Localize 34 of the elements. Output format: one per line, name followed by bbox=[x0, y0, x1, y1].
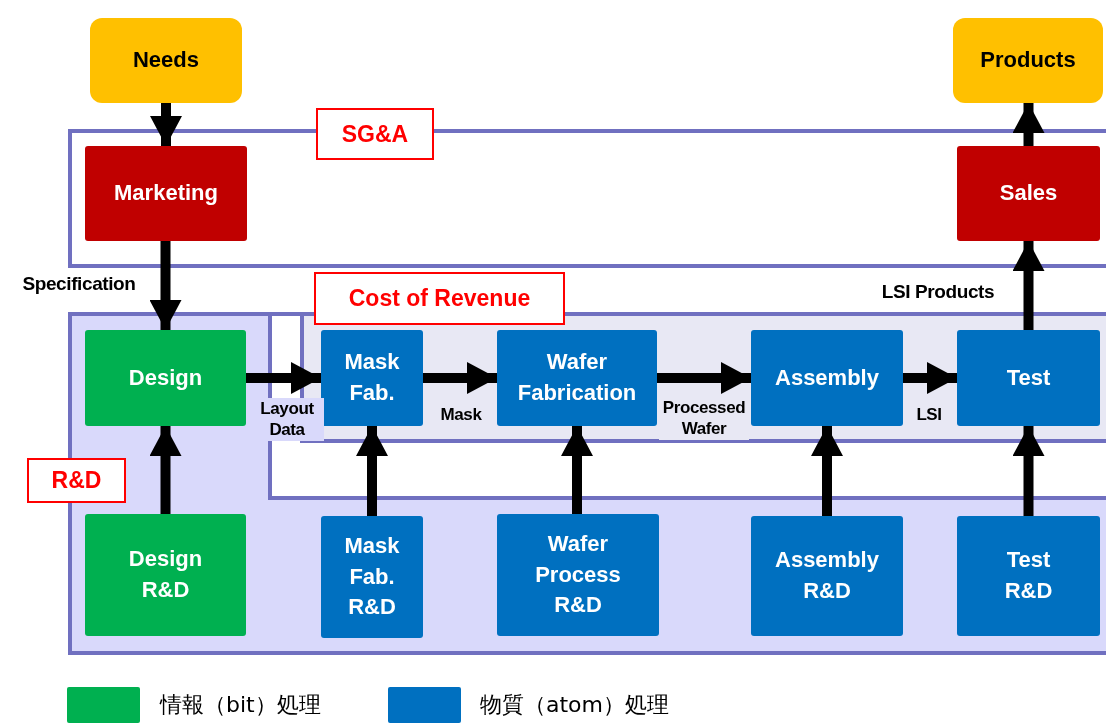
arrow bbox=[1012, 426, 1045, 516]
legend-text: 情報（bit）処理 bbox=[160, 691, 321, 719]
process-box: Test bbox=[957, 330, 1100, 426]
process-box: Design R&D bbox=[85, 514, 246, 636]
process-box: Products bbox=[953, 18, 1103, 103]
process-box: Wafer Process R&D bbox=[497, 514, 659, 636]
process-box: Test R&D bbox=[957, 516, 1100, 636]
process-box: Mask Fab. bbox=[321, 330, 423, 426]
process-box: Wafer Fabrication bbox=[497, 330, 657, 426]
process-box: Mask Fab. R&D bbox=[321, 516, 423, 638]
heading-tag: R&D bbox=[27, 458, 126, 503]
arrow bbox=[1012, 241, 1045, 330]
process-box: Design bbox=[85, 330, 246, 426]
edge-label: Specification bbox=[21, 272, 137, 296]
heading-tag: SG&A bbox=[316, 108, 434, 160]
process-box: Assembly bbox=[751, 330, 903, 426]
process-box: Needs bbox=[90, 18, 242, 103]
arrow bbox=[150, 103, 182, 146]
legend-text: 物質（atom）処理 bbox=[480, 691, 669, 719]
arrow bbox=[356, 426, 388, 516]
process-box: Marketing bbox=[85, 146, 247, 241]
arrow bbox=[657, 362, 751, 394]
arrow bbox=[561, 426, 593, 514]
heading-tag: Cost of Revenue bbox=[314, 272, 565, 325]
arrow bbox=[811, 426, 843, 516]
process-box: Assembly R&D bbox=[751, 516, 903, 636]
arrow bbox=[903, 362, 957, 394]
arrow bbox=[149, 426, 182, 514]
arrow bbox=[246, 362, 321, 394]
arrow bbox=[1012, 103, 1045, 146]
arrow bbox=[423, 362, 497, 394]
arrow bbox=[149, 241, 182, 330]
process-box: Sales bbox=[957, 146, 1100, 241]
edge-label: LSI Products bbox=[880, 280, 996, 304]
